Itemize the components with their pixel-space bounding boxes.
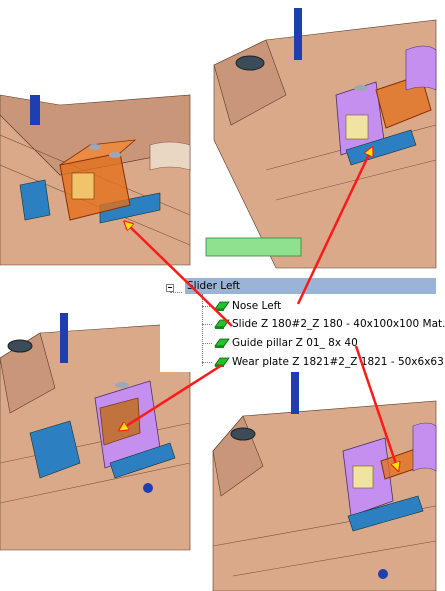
guide-pillar-blue [291, 364, 299, 414]
collapse-toggle[interactable] [166, 284, 174, 292]
tree-root-slider-left[interactable]: Slider Left [185, 278, 436, 294]
guide-pillar-blue [30, 95, 40, 125]
feature-part-icon [214, 338, 230, 348]
tree-item-label: Slide Z 180#2_Z 180 - 40x100x100 Mat. [232, 318, 445, 330]
tree-item-label: Nose Left [232, 300, 282, 312]
feature-part-icon [214, 301, 230, 311]
feature-tree: Slider Left Nose Left Slide Z 180#2_Z 18… [160, 276, 445, 372]
cad-view-nose-highlighted [205, 0, 437, 269]
feature-part-icon [214, 319, 230, 329]
guide-pillar-blue [294, 8, 302, 60]
cad-view-slide-highlighted [0, 94, 191, 266]
tree-root-label: Slider Left [187, 280, 241, 292]
feature-part-icon [214, 357, 230, 367]
tree-item-label: Wear plate Z 1821#2_Z 1821 - 50x6x63 [232, 356, 444, 368]
tree-item-label: Guide pillar Z 01_ 8x 40 [232, 337, 358, 349]
guide-pillar-blue [60, 313, 68, 363]
cad-view-guide-pillar-highlighted [212, 356, 437, 591]
